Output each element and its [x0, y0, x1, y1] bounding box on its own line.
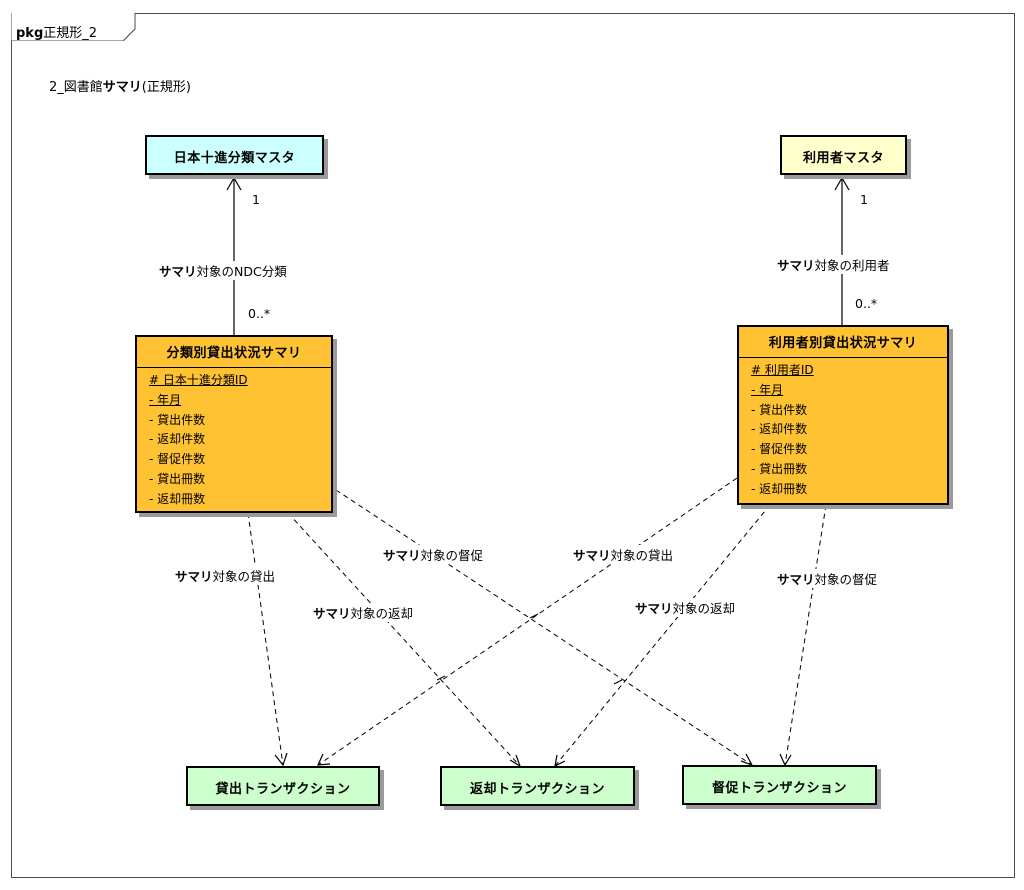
dep-user-remind-label-rest: 対象の督促	[814, 572, 878, 587]
dep-user-remind-arrowhead	[779, 753, 792, 767]
assoc-ndc-source-multiplicity: 0..*	[248, 306, 271, 321]
dep-user-return-label-rest: 対象の返却	[672, 601, 736, 616]
lending-transaction-title: 貸出トランザクション	[215, 782, 351, 797]
package-frame	[11, 13, 1015, 878]
dep-cat-return-line[interactable]	[287, 512, 521, 767]
assoc-ndc-target-multiplicity: 1	[252, 192, 260, 207]
diagram-title-bold: サマリ	[102, 80, 142, 95]
assoc-user-label-bold: サマリ	[777, 258, 815, 273]
category-summary-attr-return-volumes: - 返却冊数	[149, 491, 206, 506]
user-master-title: 利用者マスタ	[802, 151, 884, 166]
user-summary-attr-return-volumes: - 返却冊数	[751, 481, 808, 496]
user-summary-attr-user-id: # 利用者ID	[751, 363, 814, 377]
dep-cat-return-label: サマリ対象の返却	[312, 603, 415, 622]
return-transaction-title: 返却トランザクション	[469, 782, 605, 797]
dep-cat-return-label-bold: サマリ	[313, 606, 351, 621]
dep-user-return-label: サマリ対象の返却	[634, 598, 737, 617]
dep-cat-lend-line[interactable]	[247, 512, 284, 766]
assoc-ndc-label: サマリ対象のNDC分類	[158, 261, 288, 280]
diagram-title-suffix: (正規形)	[141, 80, 191, 95]
assoc-user-target-multiplicity: 1	[860, 192, 868, 207]
dep-cat-lend-label-rest: 対象の貸出	[212, 569, 276, 584]
reminder-transaction-class[interactable]: 督促トランザクション	[682, 765, 877, 805]
dep-user-lend-arrowhead	[317, 753, 331, 766]
dep-user-lend-label: サマリ対象の貸出	[572, 545, 675, 564]
assoc-user-arrowhead	[834, 176, 850, 191]
user-summary-attributes: # 利用者ID - 年月 - 貸出件数 - 返却件数 - 督促件数 - 貸出冊数…	[739, 358, 947, 502]
ndc-master-title: 日本十進分類マスタ	[173, 151, 296, 166]
dep-user-lend-label-rest: 対象の貸出	[610, 548, 674, 563]
category-summary-attr-reminder-count: - 督促件数	[149, 452, 206, 467]
dep-cat-remind-label: サマリ対象の督促	[382, 545, 485, 564]
crossing-mark-2	[436, 675, 446, 681]
assoc-ndc-label-bold: サマリ	[159, 264, 197, 279]
package-tab	[11, 13, 136, 41]
diagram-title-prefix: 2_図書館	[49, 80, 103, 95]
assoc-user-label: サマリ対象の利用者	[776, 255, 891, 274]
package-keyword: pkg	[16, 26, 44, 41]
category-summary-attr-return-count: - 返却件数	[149, 432, 206, 447]
reminder-transaction-title: 督促トランザクション	[711, 781, 847, 796]
dep-user-remind-label: サマリ対象の督促	[776, 569, 879, 588]
dep-user-remind-line[interactable]	[784, 504, 827, 766]
crossing-mark-3	[613, 679, 623, 685]
user-summary-attr-lend-count: - 貸出件数	[751, 402, 808, 417]
dep-user-return-label-bold: サマリ	[635, 601, 673, 616]
dep-cat-remind-label-bold: サマリ	[383, 548, 421, 563]
assoc-ndc-label-rest: 対象のNDC分類	[196, 264, 287, 279]
dep-user-remind-label-bold: サマリ	[777, 572, 815, 587]
assoc-ndc-arrowhead	[226, 176, 242, 191]
dep-cat-remind-line[interactable]	[335, 489, 753, 766]
category-summary-title: 分類別貸出状況サマリ	[137, 337, 331, 368]
dep-cat-return-label-rest: 対象の返却	[350, 606, 414, 621]
ndc-master-class[interactable]: 日本十進分類マスタ	[145, 135, 324, 175]
category-summary-attr-lend-volumes: - 貸出冊数	[149, 471, 206, 486]
dep-user-lend-label-bold: サマリ	[573, 548, 611, 563]
dep-cat-lend-label-bold: サマリ	[175, 569, 213, 584]
user-summary-attr-reminder-count: - 督促件数	[751, 442, 808, 457]
return-transaction-class[interactable]: 返却トランザクション	[440, 766, 635, 806]
category-summary-attr-lend-count: - 貸出件数	[149, 412, 206, 427]
diagram-title: 2_図書館サマリ(正規形)	[49, 76, 191, 95]
user-summary-class[interactable]: 利用者別貸出状況サマリ # 利用者ID - 年月 - 貸出件数 - 返却件数 -…	[737, 325, 949, 505]
dep-user-return-line[interactable]	[554, 504, 771, 767]
user-summary-attr-year-month: - 年月	[751, 382, 784, 397]
assoc-user-label-rest: 対象の利用者	[814, 258, 890, 273]
dep-cat-lend-arrowhead	[274, 752, 288, 767]
category-summary-attr-ndc-id: # 日本十進分類ID	[149, 373, 248, 387]
assoc-user-source-multiplicity: 0..*	[855, 296, 878, 311]
user-summary-attr-lend-volumes: - 貸出冊数	[751, 461, 808, 476]
category-summary-attributes: # 日本十進分類ID - 年月 - 貸出件数 - 返却件数 - 督促件数 - 貸…	[137, 368, 331, 512]
user-summary-title: 利用者別貸出状況サマリ	[739, 327, 947, 358]
category-summary-attr-year-month: - 年月	[149, 392, 182, 407]
dep-user-lend-line[interactable]	[317, 477, 738, 766]
lending-transaction-class[interactable]: 貸出トランザクション	[186, 766, 380, 806]
package-name: 正規形_2	[43, 26, 98, 41]
dep-cat-lend-label: サマリ対象の貸出	[174, 566, 277, 585]
category-summary-class[interactable]: 分類別貸出状況サマリ # 日本十進分類ID - 年月 - 貸出件数 - 返却件数…	[135, 335, 333, 513]
dep-cat-remind-label-rest: 対象の督促	[420, 548, 484, 563]
user-summary-attr-return-count: - 返却件数	[751, 422, 808, 437]
package-label: pkg正規形_2	[16, 22, 97, 41]
crossing-mark-1	[529, 613, 539, 619]
user-master-class[interactable]: 利用者マスタ	[780, 135, 907, 175]
